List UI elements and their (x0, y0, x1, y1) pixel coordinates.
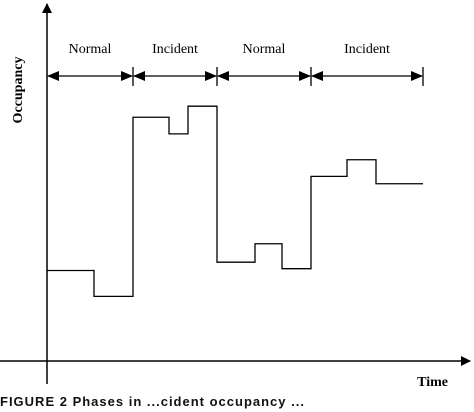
x-axis-label: Time (417, 375, 448, 390)
series-group (47, 105, 423, 298)
period-label-1: Incident (152, 42, 198, 57)
series-line-0 (47, 105, 423, 298)
y-axis-label: Occupancy (11, 57, 26, 124)
period-label-3: Incident (344, 42, 390, 57)
period-label-0: Normal (69, 42, 112, 57)
chart: Occupancy Time Normal Incident Normal Incid… (0, 3, 471, 390)
period-annotations: Normal Incident Normal Incident (47, 42, 424, 86)
figure-caption: FIGURE 2 Phases in ...cident occupancy .… (0, 394, 305, 409)
period-label-2: Normal (243, 42, 286, 57)
